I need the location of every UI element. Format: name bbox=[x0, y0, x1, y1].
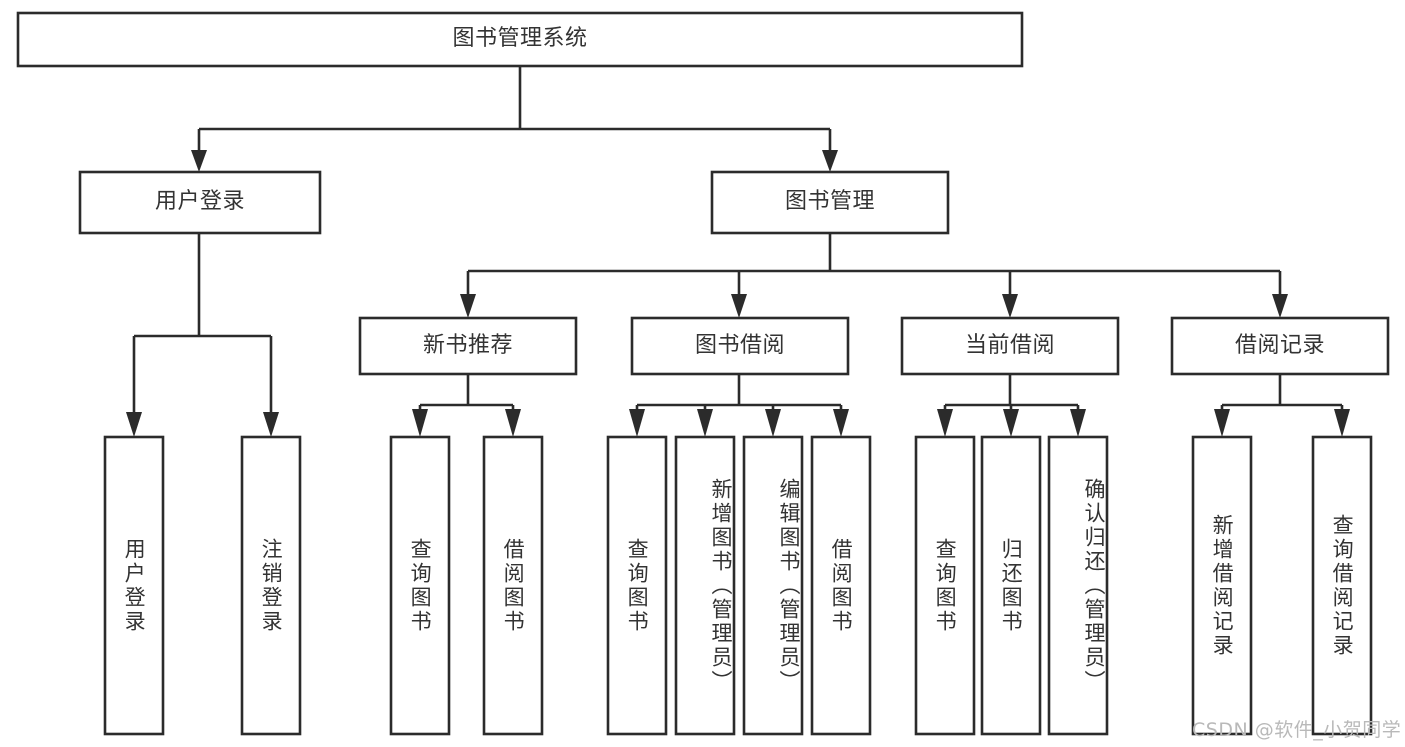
arrow-to-user-login bbox=[191, 150, 207, 172]
node-box-leaf-borrow-book-2[interactable] bbox=[810, 435, 872, 736]
arrow-leaf-logout bbox=[263, 412, 279, 437]
node-box-leaf-borrow-book-1[interactable] bbox=[482, 435, 544, 736]
arrow-to-borrowrecord bbox=[1272, 294, 1288, 318]
node-boxes-group bbox=[16, 11, 1390, 736]
node-box-leaf-query-record[interactable] bbox=[1311, 435, 1373, 736]
node-box-leaf-user-login[interactable] bbox=[103, 435, 165, 736]
node-box-new-book-recommend[interactable] bbox=[358, 316, 578, 376]
arrow-leaf-confirm-return bbox=[1070, 409, 1086, 437]
node-box-leaf-query-book-1[interactable] bbox=[389, 435, 451, 736]
node-box-leaf-edit-book[interactable] bbox=[742, 435, 804, 736]
node-box-leaf-add-record[interactable] bbox=[1191, 435, 1253, 736]
node-box-leaf-query-book-2[interactable] bbox=[606, 435, 668, 736]
arrow-to-newbook bbox=[460, 294, 476, 318]
node-box-leaf-return-book[interactable] bbox=[980, 435, 1042, 736]
arrow-leaf-query-book-3 bbox=[937, 409, 953, 437]
arrow-leaf-query-record bbox=[1334, 409, 1350, 437]
node-box-leaf-confirm-return[interactable] bbox=[1047, 435, 1109, 736]
arrow-leaf-edit-book bbox=[765, 409, 781, 437]
arrow-leaf-add-record bbox=[1214, 409, 1230, 437]
arrow-to-bookborrow bbox=[731, 294, 747, 318]
node-box-leaf-query-book-3[interactable] bbox=[914, 435, 976, 736]
node-box-leaf-add-book[interactable] bbox=[674, 435, 736, 736]
arrow-leaf-borrow-book-2 bbox=[833, 409, 849, 437]
node-box-root[interactable] bbox=[16, 11, 1024, 68]
arrow-leaf-query-book-2 bbox=[629, 409, 645, 437]
node-box-leaf-logout[interactable] bbox=[240, 435, 302, 736]
csdn-watermark: CSDN @软件_小贺同学 bbox=[1192, 719, 1402, 741]
connectors-group bbox=[126, 66, 1350, 437]
arrow-to-book-manage bbox=[822, 150, 838, 172]
node-box-current-borrow[interactable] bbox=[900, 316, 1120, 376]
node-box-book-manage[interactable] bbox=[710, 170, 950, 235]
node-box-book-borrow[interactable] bbox=[630, 316, 850, 376]
arrow-leaf-borrow-book-1 bbox=[505, 409, 521, 437]
arrow-leaf-add-book bbox=[697, 409, 713, 437]
node-box-borrow-record[interactable] bbox=[1170, 316, 1390, 376]
arrow-leaf-query-book-1 bbox=[412, 409, 428, 437]
node-box-user-login[interactable] bbox=[78, 170, 322, 235]
arrow-leaf-user-login bbox=[126, 412, 142, 437]
arrow-to-currentborrow bbox=[1002, 294, 1018, 318]
arrow-leaf-return-book bbox=[1003, 409, 1019, 437]
